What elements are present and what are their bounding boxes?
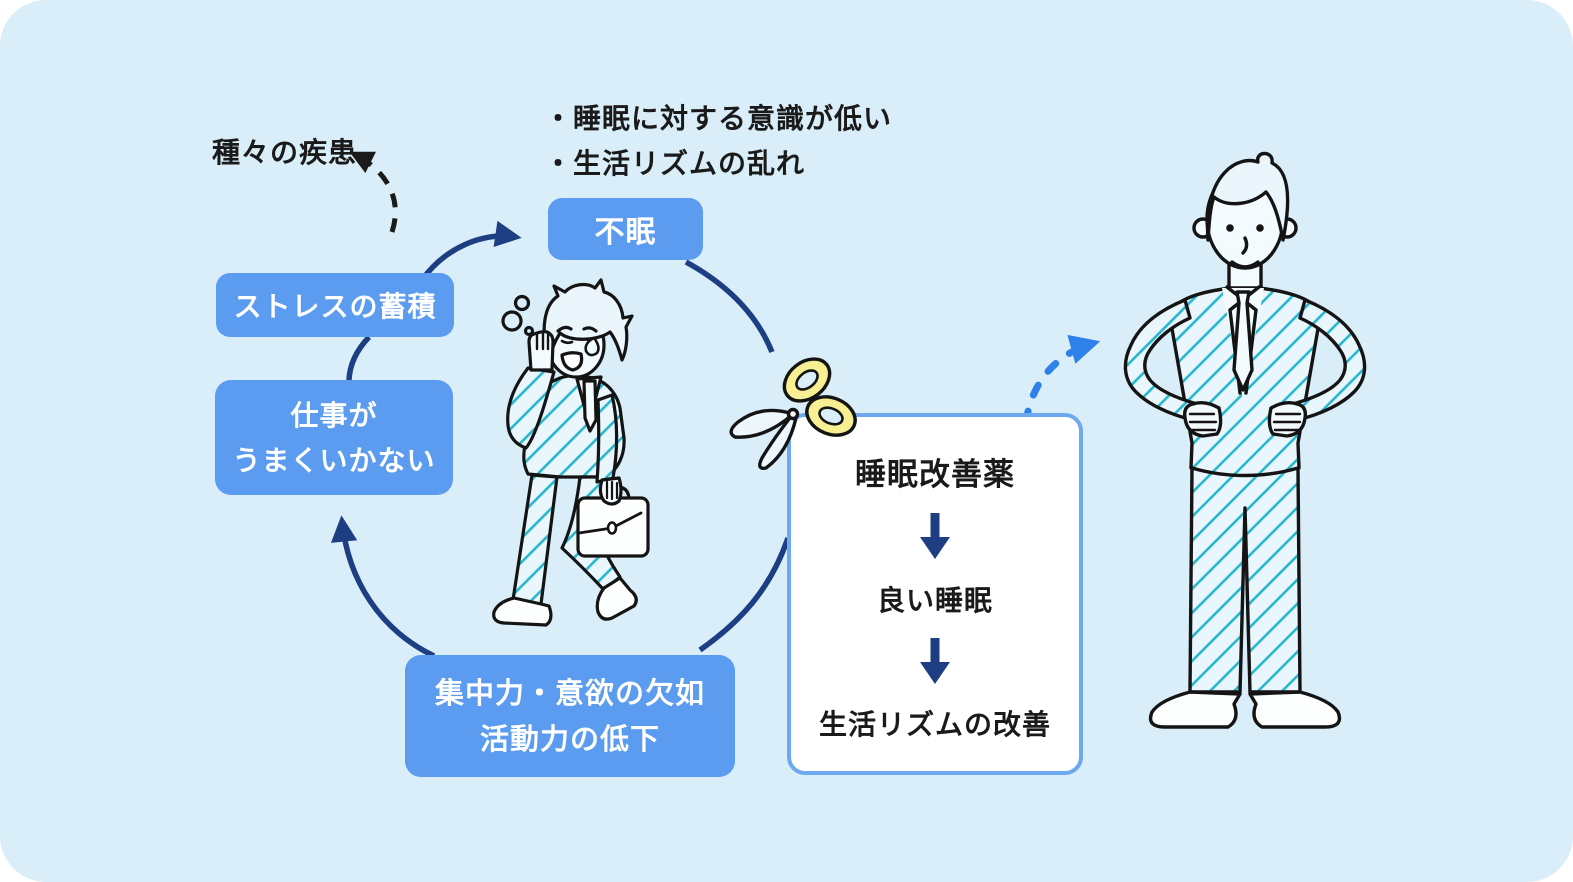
scissors-handle-lower: [805, 395, 857, 437]
scissors-blade-lower: [758, 412, 798, 470]
cause-list: ・睡眠に対する意識が低い ・生活リズムの乱れ: [544, 96, 892, 186]
healthy-man-smile: [1230, 260, 1260, 269]
healthy-man-left-fingers: [1188, 412, 1218, 432]
scissors-pivot: [786, 407, 800, 421]
tired-man-head: [542, 278, 634, 379]
briefcase-clasp: [606, 521, 618, 535]
healthy-man-nose: [1241, 236, 1249, 255]
healthy-man-pants: [1188, 466, 1302, 694]
work-box-line2: うまくいかない: [232, 443, 436, 477]
cause-item-awareness: ・睡眠に対する意識が低い: [544, 102, 893, 135]
insomnia-box-label: 不眠: [594, 215, 657, 250]
cycle-arc-stress-to-insomnia: [419, 220, 522, 282]
diseases-dashed-arrow: [349, 151, 398, 233]
down-arrow-icon: [920, 513, 950, 560]
decline-box-line2: 活動力の低下: [479, 722, 660, 756]
healthy-man-right-eye: [1256, 224, 1264, 232]
tired-man-front-shoe: [492, 596, 553, 627]
healthy-man-right-shoe: [1248, 690, 1342, 729]
tired-man-back-shoe: [595, 576, 638, 621]
healthy-man-hair: [1205, 151, 1290, 242]
tired-man-raised-hand: [527, 330, 555, 372]
cycle-arcs: [330, 220, 791, 659]
cause-item-rhythm: ・生活リズムの乱れ: [544, 147, 806, 180]
tired-man-briefcase-arm: [576, 393, 650, 558]
stress-box-label: ストレスの蓄積: [233, 290, 437, 323]
stress-box: ストレスの蓄積: [216, 273, 454, 337]
healthy-man-right-hand: [1267, 400, 1308, 438]
tired-man-lower-hand: [598, 476, 623, 506]
tired-man-hair: [542, 278, 634, 362]
sleep-bubbles-icon: [501, 294, 535, 337]
work-box-line1: 仕事が: [290, 398, 378, 432]
scissors-icon: [729, 357, 857, 470]
tired-man-raised-arm: [506, 330, 556, 450]
tired-man-tie: [582, 379, 598, 433]
insomnia-box: 不眠: [548, 198, 703, 260]
solution-step-3: 生活リズムの改善: [818, 708, 1051, 741]
healthy-man-left-eye: [1226, 224, 1234, 232]
tired-man-lower-fingers: [605, 480, 619, 501]
decline-box: 集中力・意欲の欠如 活動力の低下: [405, 655, 735, 777]
tired-man-illustration: [492, 278, 650, 627]
tired-man-front-leg: [511, 473, 559, 606]
down-arrow-icon: [920, 637, 950, 684]
cycle-arc-decline-to-cut: [698, 537, 791, 653]
solution-step-1: 睡眠改善薬: [855, 457, 1015, 493]
cycle-arc-work-to-stress: [346, 335, 372, 381]
solution-step-2: 良い睡眠: [876, 583, 993, 617]
healthy-man-left-hand: [1182, 400, 1223, 438]
healthy-man-left-shoe: [1148, 690, 1242, 729]
decline-box-line1: 集中力・意欲の欠如: [434, 676, 705, 710]
tired-man-brows: [556, 325, 598, 333]
tired-man-finger-lines: [535, 331, 550, 351]
scissors-blade-upper: [729, 408, 795, 439]
healthy-man-illustration: [1123, 151, 1367, 729]
tired-man-open-mouth: [560, 351, 584, 372]
diseases-label: 種々の疾患: [212, 136, 358, 169]
recovery-dashed-arrow: [1022, 334, 1101, 426]
work-box: 仕事が うまくいかない: [215, 380, 453, 495]
cycle-arc-insomnia-to-cut: [684, 259, 775, 354]
scissors-handle-upper: [782, 357, 832, 403]
solution-box: 睡眠改善薬 良い睡眠 生活リズムの改善: [787, 413, 1083, 775]
healthy-man-right-fingers: [1272, 412, 1302, 432]
tired-man-sleeve: [506, 366, 556, 450]
tired-man-lower-sleeve: [595, 393, 619, 484]
cycle-arc-decline-to-work: [330, 515, 436, 659]
healthy-man-tie: [1232, 290, 1254, 392]
sweat-drop-icon: [584, 336, 600, 357]
